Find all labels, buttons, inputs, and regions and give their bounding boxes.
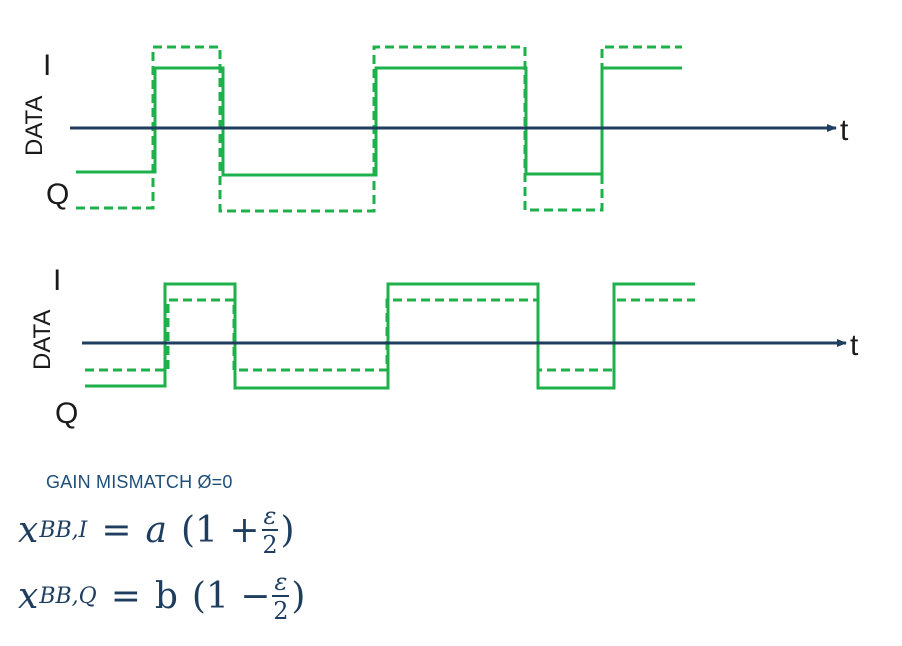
eq1-numerator: ε	[261, 502, 279, 531]
eq1-denominator: 2	[262, 531, 278, 559]
eq1-var: x	[18, 510, 39, 551]
eq2-subscript: BB,Q	[39, 584, 97, 609]
eq2-fraction: ε 2	[272, 568, 290, 625]
bottom-dashed-waveform	[85, 298, 695, 372]
top-q-label: Q	[46, 178, 69, 211]
bottom-waveform: t I Q DATA	[29, 264, 859, 430]
eq2-var: x	[18, 576, 39, 617]
eq2-close: )	[291, 576, 306, 617]
eq1-fraction: ε 2	[261, 502, 279, 559]
eq1-close: )	[280, 510, 295, 551]
eq2-coef: b	[154, 576, 178, 617]
eq1-equals: =	[101, 510, 132, 551]
bottom-axis-label: DATA	[29, 310, 56, 370]
top-waveform: t I Q DATA	[21, 45, 849, 213]
top-axis-label: DATA	[21, 96, 48, 156]
top-t-label: t	[840, 114, 849, 147]
eq1-coef: a	[145, 510, 167, 551]
eq2-equals: =	[110, 576, 141, 617]
eq1-subscript: BB,I	[39, 518, 88, 543]
bottom-i-label: I	[53, 264, 61, 297]
top-i-label: I	[43, 49, 51, 82]
eq1-open: (1 +	[180, 510, 260, 551]
gain-mismatch-caption: GAIN MISMATCH Ø=0	[46, 472, 233, 492]
bottom-solid-waveform	[85, 282, 695, 390]
top-solid-waveform	[76, 66, 682, 177]
eq2-denominator: 2	[273, 597, 289, 625]
bottom-q-label: Q	[55, 397, 78, 430]
bottom-t-label: t	[850, 329, 859, 362]
eq2-open: (1 −	[191, 576, 271, 617]
eq2-numerator: ε	[272, 568, 290, 597]
